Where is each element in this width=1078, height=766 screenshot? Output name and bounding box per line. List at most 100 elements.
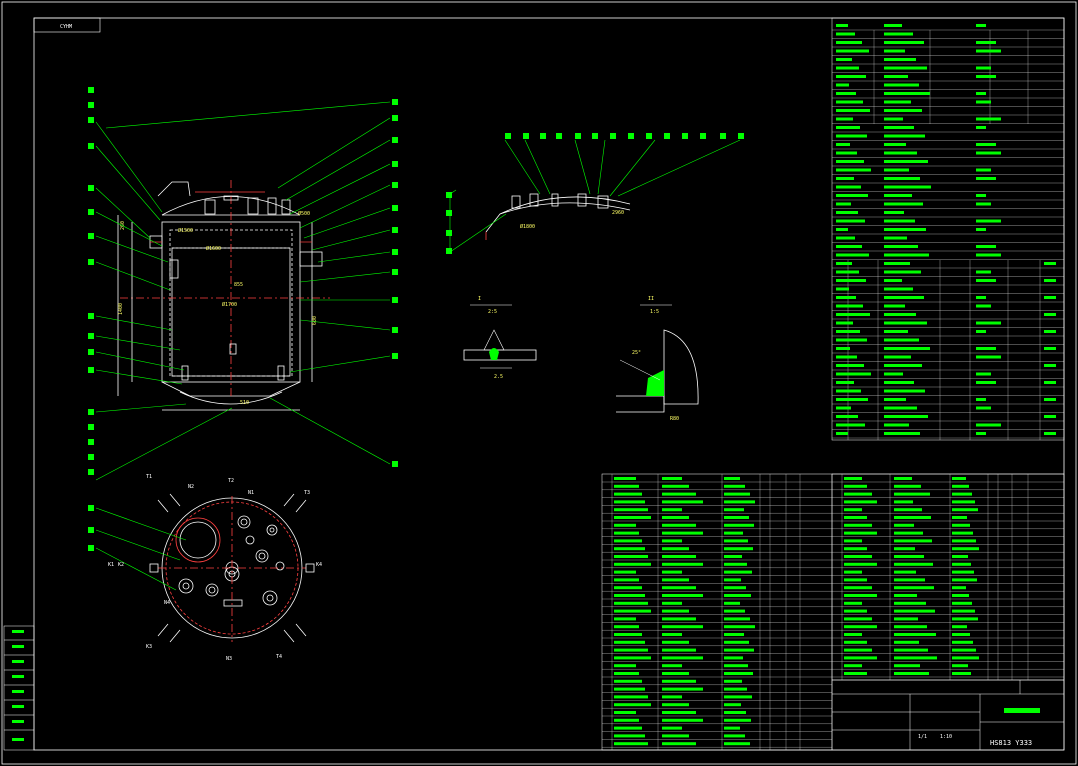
table-cell-text-block — [884, 177, 920, 180]
detail-two: II 1:5 25° R80 — [616, 296, 699, 422]
spec-table-rows — [832, 24, 1064, 440]
table-cell-text-block — [894, 531, 923, 535]
table-cell-text-block — [884, 432, 920, 435]
table-cell-text-block — [836, 406, 851, 410]
table-cell-text-block — [724, 633, 744, 636]
table-cell-text-block — [884, 126, 914, 129]
table-cell-text-block — [836, 194, 868, 197]
table-cell-text-block — [724, 734, 745, 738]
table-cell-text-block — [952, 594, 969, 597]
vessel-plan-view — [149, 493, 315, 643]
table-cell-text-block — [662, 687, 703, 691]
table-cell-text-block — [614, 695, 648, 699]
table-cell-text-block — [724, 617, 750, 621]
table-cell-text-block — [844, 477, 862, 480]
table-cell-text-block — [894, 672, 929, 675]
table-cell-text-block — [724, 555, 742, 558]
svg-text:T4: T4 — [276, 654, 282, 660]
left-revision-strip — [3, 625, 35, 751]
svg-text:2:5: 2:5 — [488, 309, 497, 315]
table-cell-text-block — [844, 672, 867, 675]
table-cell-text-block — [976, 406, 991, 410]
table-cell-text-block — [976, 100, 991, 104]
table-cell-text-block — [724, 516, 749, 519]
table-cell-text-block — [614, 640, 645, 644]
table-cell-text-block — [836, 24, 848, 27]
table-cell-text-block — [976, 143, 996, 146]
svg-text:Ø1600: Ø1600 — [206, 245, 221, 252]
table-cell-text-block — [844, 578, 867, 582]
table-cell-text-block — [662, 578, 689, 582]
sheet-value: 1/1 — [918, 734, 927, 740]
table-cell-text-block — [976, 398, 986, 401]
svg-text:I: I — [478, 296, 481, 302]
title-name-bar — [1004, 708, 1040, 713]
table-cell-text-block — [894, 570, 916, 574]
table-cell-text-block — [884, 389, 925, 393]
table-cell-text-block — [844, 539, 862, 543]
table-cell-text-block — [614, 742, 648, 746]
table-cell-text-block — [836, 364, 864, 367]
table-cell-text-block — [724, 570, 752, 574]
table-cell-text-block — [662, 742, 696, 746]
table-cell-text-block — [614, 672, 639, 675]
table-cell-text-block — [836, 202, 851, 206]
table-cell-text-block — [662, 477, 682, 480]
table-cell-text-block — [724, 703, 741, 707]
table-cell-text-block — [614, 523, 636, 527]
table-cell-text-block — [836, 75, 866, 78]
table-cell-text-block — [952, 609, 975, 613]
table-cell-text-block — [952, 672, 971, 675]
table-cell-text-block — [662, 625, 703, 629]
table-cell-text-block — [894, 508, 922, 512]
table-cell-text-block — [614, 664, 636, 668]
table-cell-text-block — [844, 601, 862, 605]
table-cell-text-block — [662, 726, 682, 730]
table-cell-text-block — [952, 555, 968, 558]
table-cell-text-block — [614, 492, 642, 496]
svg-text:T2: T2 — [228, 478, 234, 484]
table-cell-text-block — [724, 578, 741, 582]
table-cell-text-block — [614, 555, 648, 558]
table-cell-text-block — [662, 570, 682, 574]
table-cell-text-block — [1044, 330, 1056, 333]
table-cell-text-block — [724, 508, 744, 512]
table-cell-text-block — [724, 695, 752, 699]
table-cell-text-block — [894, 539, 932, 543]
table-cell-text-block — [844, 508, 862, 512]
table-cell-text-block — [836, 168, 871, 172]
table-cell-text-block — [724, 656, 743, 660]
table-cell-text-block — [884, 381, 914, 384]
table-cell-text-block — [884, 415, 928, 418]
left-strip-marks — [12, 630, 24, 741]
table-cell-text-block — [662, 531, 703, 535]
table-cell-text-block — [976, 41, 996, 44]
table-cell-text-block — [884, 24, 902, 27]
table-cell-text-block — [614, 508, 648, 512]
title-block — [831, 679, 1065, 751]
table-cell-text-block — [976, 177, 996, 180]
table-cell-text-block — [1044, 432, 1056, 435]
table-cell-text-block — [614, 477, 636, 480]
table-cell-text-block — [884, 253, 929, 257]
table-cell-text-block — [884, 211, 904, 214]
table-cell-text-block — [976, 381, 996, 384]
table-cell-text-block — [836, 313, 870, 316]
table-cell-text-block — [894, 664, 920, 668]
table-cell-text-block — [952, 578, 977, 582]
table-cell-text-block — [844, 656, 877, 660]
table-cell-text-block — [884, 228, 926, 231]
table-cell-text-block — [894, 601, 926, 605]
table-cell-text-block — [894, 656, 937, 660]
table-cell-text-block — [952, 523, 970, 527]
table-cell-text-block — [614, 570, 636, 574]
table-cell-text-block — [724, 672, 753, 675]
vessel-elevation — [117, 180, 330, 411]
table-cell-text-block — [844, 594, 877, 597]
svg-text:25°: 25° — [632, 350, 641, 356]
table-cell-text-block — [836, 185, 861, 189]
table-cell-text-block — [724, 477, 740, 480]
table-cell-text-block — [662, 648, 696, 652]
detail-one: I 2:5 2.5 — [463, 296, 537, 380]
